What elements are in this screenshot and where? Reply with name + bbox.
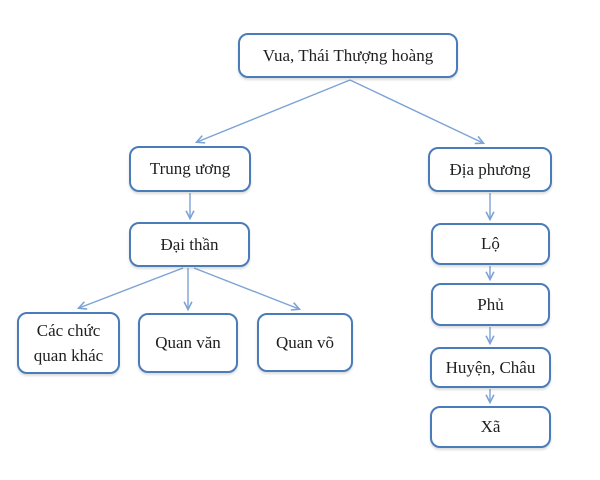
node-label: Các chức quan khác [33,320,104,366]
node-label: Quan văn [155,333,221,353]
node-quan-vo: Quan võ [257,313,353,372]
node-huyen-chau: Huyện, Châu [430,347,551,388]
node-phu: Phủ [431,283,550,326]
edge-dai-than-cac-chuc [79,267,184,308]
node-lo: Lộ [431,223,550,265]
edge-dai-than-quan-vo [193,267,299,309]
node-trung-uong: Trung ương [129,146,251,192]
node-label: Huyện, Châu [445,357,536,377]
node-vua-thai-thuong-hoang: Vua, Thái Thượng hoàng [238,33,458,78]
node-label: Đại thần [160,234,219,254]
node-dia-phuong: Địa phương [428,147,552,192]
node-cac-chuc-quan-khac: Các chức quan khác [17,312,120,374]
node-label: Phủ [477,294,504,314]
edge-vua-trung-uong [197,79,351,142]
node-label: Lộ [481,234,500,254]
node-label: Vua, Thái Thượng hoàng [262,45,434,65]
node-xa: Xã [430,406,551,448]
node-label: Trung ương [149,159,231,179]
node-quan-van: Quan văn [138,313,238,373]
node-label: Quan võ [275,332,335,352]
node-dai-than: Đại thần [129,222,250,267]
node-label: Xã [480,417,501,437]
edge-vua-dia-phuong [349,79,483,143]
node-label: Địa phương [449,159,531,179]
